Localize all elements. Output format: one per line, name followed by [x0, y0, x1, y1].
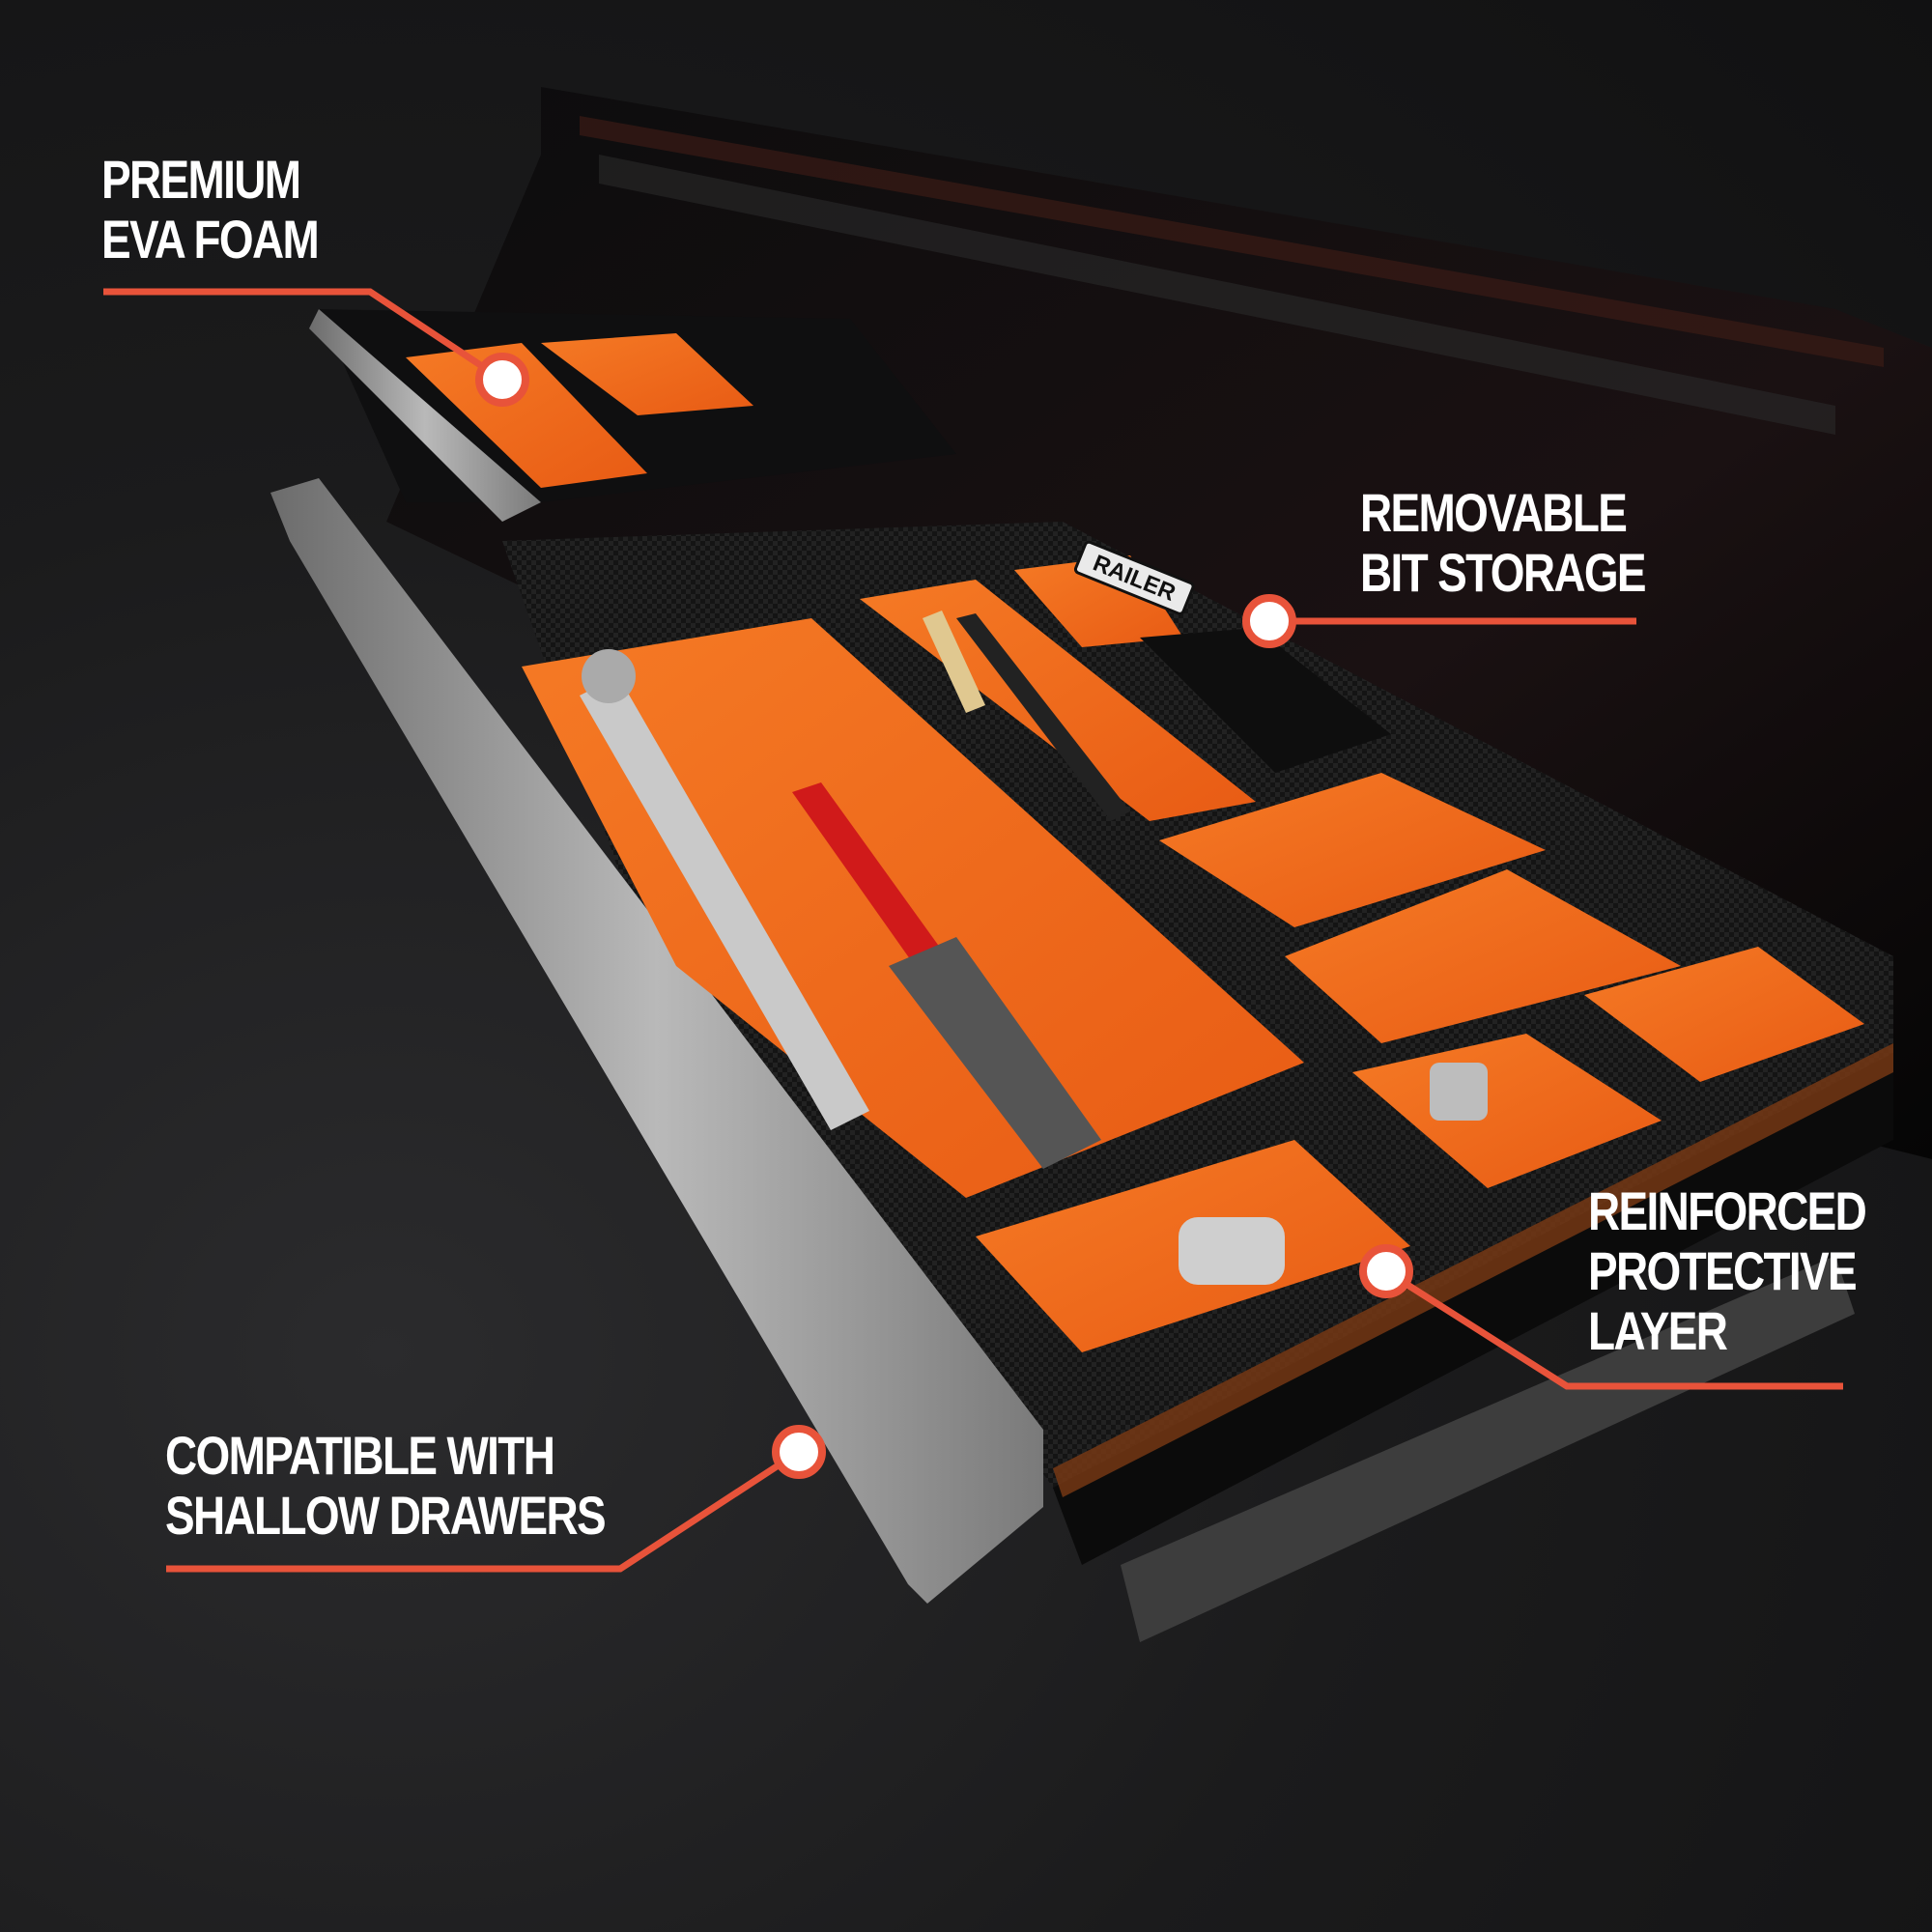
callout-label-premium-eva-foam: PREMIUM EVA FOAM [101, 149, 320, 270]
callout-line: PROTECTIVE [1588, 1240, 1858, 1301]
callout-dot-compatible-shallow-drawers [772, 1425, 826, 1479]
wrench [580, 676, 869, 1130]
bit-storage-block [1140, 628, 1391, 773]
callout-line: PREMIUM [101, 149, 301, 210]
callout-dot-premium-eva-foam [475, 353, 529, 407]
callout-line: BIT STORAGE [1360, 542, 1647, 603]
callout-line: SHALLOW DRAWERS [165, 1485, 607, 1546]
marker [956, 613, 1130, 821]
screwdriver [889, 937, 1101, 1169]
callout-label-removable-bit-storage: REMOVABLE BIT STORAGE [1360, 482, 1647, 603]
callout-label-compatible-shallow-drawers: COMPATIBLE WITH SHALLOW DRAWERS [165, 1425, 607, 1546]
callout-line: REINFORCED [1588, 1180, 1867, 1241]
foam-compartment-pens [860, 580, 1256, 821]
callout-line: LAYER [1588, 1300, 1728, 1361]
connector-reinforced-protective-layer [1384, 1268, 1843, 1390]
foam-compartment-sockets [1584, 947, 1864, 1082]
drawer-handle [270, 478, 1043, 1604]
callout-label-reinforced-protective-layer: REINFORCED PROTECTIVE LAYER [1588, 1180, 1867, 1361]
callout-line: COMPATIBLE WITH [165, 1425, 555, 1486]
foam-compartment-bits [1285, 869, 1681, 1043]
callout-dot-reinforced-protective-layer [1359, 1244, 1413, 1298]
foam-compartment-ratchet [1159, 773, 1546, 927]
foam-compartment-large [522, 618, 1304, 1198]
callout-dot-removable-bit-storage [1242, 594, 1296, 648]
callout-line: EVA FOAM [101, 209, 320, 270]
connector-premium-eva-foam [103, 288, 504, 383]
brand-badge [1073, 540, 1195, 615]
connector-compatible-shallow-drawers [166, 1449, 801, 1573]
callout-line: REMOVABLE [1360, 482, 1628, 543]
